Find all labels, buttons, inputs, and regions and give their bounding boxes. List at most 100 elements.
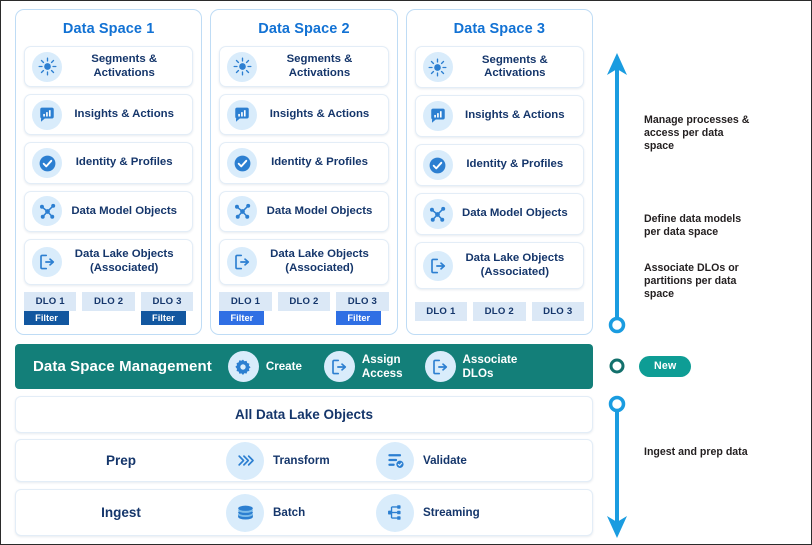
data-space-management-bar: Data Space Management Create Assign Acces… bbox=[15, 344, 593, 389]
dlo-chip-label: DLO 1 bbox=[24, 292, 77, 311]
dlo-chip-row: DLO 1 DLO 2 DLO 3 bbox=[414, 302, 584, 326]
sun-burst-icon bbox=[227, 51, 258, 82]
management-action[interactable]: Create bbox=[227, 351, 302, 382]
data-space-item[interactable]: Insights & Actions bbox=[24, 94, 194, 136]
sun-burst-icon bbox=[32, 51, 62, 82]
data-space-item[interactable]: Identity & Profiles bbox=[414, 144, 584, 186]
management-action-label: Associate DLOs bbox=[462, 352, 518, 380]
network-nodes-icon bbox=[422, 199, 453, 229]
check-circle-icon bbox=[227, 148, 258, 179]
dlo-chip-label: DLO 3 bbox=[336, 292, 389, 311]
data-space-item[interactable]: Data Lake Objects (Associated) bbox=[219, 238, 389, 285]
dlo-chip-label: DLO 2 bbox=[277, 292, 331, 311]
data-space-item[interactable]: Data Model Objects bbox=[414, 193, 584, 235]
dlo-chip-label: DLO 3 bbox=[531, 302, 584, 321]
data-space-item[interactable]: Data Lake Objects (Associated) bbox=[414, 242, 584, 289]
dlo-chip[interactable]: DLO 2 bbox=[82, 292, 135, 325]
insights-bubble-icon bbox=[422, 101, 453, 131]
check-circle-icon bbox=[422, 150, 453, 180]
prep-label-cell: Prep bbox=[16, 452, 226, 470]
hierarchy-icon bbox=[376, 493, 414, 532]
dlo-chip-label: DLO 1 bbox=[219, 292, 272, 311]
data-space-item[interactable]: Insights & Actions bbox=[219, 94, 389, 136]
all-data-lake-objects-row: All Data Lake Objects bbox=[15, 396, 593, 433]
management-action[interactable]: Assign Access bbox=[323, 351, 403, 382]
prep-item-label: Validate bbox=[423, 454, 467, 467]
ingest-item[interactable]: Streaming bbox=[376, 493, 526, 532]
ingest-title: Ingest bbox=[101, 504, 141, 520]
dlo-chip-label: DLO 2 bbox=[473, 302, 526, 321]
data-space-title: Data Space 1 bbox=[62, 21, 155, 37]
prep-item[interactable]: Validate bbox=[376, 441, 526, 480]
insights-bubble-icon bbox=[227, 99, 258, 130]
data-space-item[interactable]: Segments & Activations bbox=[414, 46, 584, 88]
export-arrow-icon bbox=[422, 250, 453, 281]
list-check-icon bbox=[376, 441, 414, 480]
annotation-manage: Manage processes & access per data space bbox=[644, 114, 750, 153]
management-action[interactable]: Associate DLOs bbox=[424, 351, 518, 382]
data-space-item-label: Data Model Objects bbox=[71, 204, 178, 217]
data-space-item-label: Segments & Activations bbox=[286, 53, 353, 79]
data-space-item[interactable]: Segments & Activations bbox=[219, 46, 389, 88]
export-arrow-icon bbox=[227, 246, 258, 277]
prep-items: Transform Validate bbox=[226, 441, 526, 480]
annotation-ingest: Ingest and prep data bbox=[644, 446, 748, 458]
data-space-item-label: Segments & Activations bbox=[481, 53, 548, 80]
dlo-filter-badge: Filter bbox=[24, 311, 70, 325]
prep-item-label: Transform bbox=[273, 454, 330, 467]
chevrons-right-icon bbox=[226, 441, 264, 480]
data-space-item[interactable]: Segments & Activations bbox=[24, 46, 194, 88]
data-space-item-label: Identity & Profiles bbox=[75, 156, 173, 169]
data-space-management-title: Data Space Management bbox=[33, 358, 212, 375]
dlo-chip[interactable]: DLO 3 bbox=[531, 302, 584, 325]
annotation-define: Define data models per data space bbox=[644, 213, 742, 239]
ingest-item-label: Streaming bbox=[423, 506, 480, 519]
ingest-item-label: Batch bbox=[273, 506, 306, 519]
upward-scope-arrow bbox=[607, 53, 627, 334]
data-space-item[interactable]: Data Model Objects bbox=[219, 190, 389, 232]
data-space-item-label: Insights & Actions bbox=[465, 109, 565, 122]
export-arrow-icon bbox=[32, 246, 62, 277]
ingest-row: Ingest Batch Streaming bbox=[15, 489, 593, 536]
prep-title: Prep bbox=[105, 452, 136, 468]
data-space-item[interactable]: Insights & Actions bbox=[414, 95, 584, 137]
ingest-label-cell: Ingest bbox=[16, 504, 226, 522]
dlo-chip[interactable]: DLO 2 bbox=[277, 292, 331, 325]
data-space-item-label: Insights & Actions bbox=[269, 108, 370, 121]
ingest-item[interactable]: Batch bbox=[226, 493, 376, 532]
data-space-item-label: Data Lake Objects (Associated) bbox=[270, 248, 369, 274]
dlo-chip-label: DLO 1 bbox=[414, 302, 468, 321]
export-arrow-icon bbox=[424, 351, 456, 382]
data-space-title: Data Space 2 bbox=[258, 21, 350, 37]
data-space-item[interactable]: Identity & Profiles bbox=[219, 142, 389, 184]
management-action-label: Create bbox=[265, 359, 302, 373]
dlo-filter-badge: Filter bbox=[336, 311, 382, 325]
data-space-title: Data Space 3 bbox=[453, 21, 546, 37]
sun-burst-icon bbox=[422, 52, 453, 82]
network-nodes-icon bbox=[227, 196, 258, 227]
dlo-chip[interactable]: DLO 2 bbox=[473, 302, 526, 325]
data-space-item[interactable]: Identity & Profiles bbox=[24, 142, 194, 184]
insights-bubble-icon bbox=[32, 99, 62, 130]
data-space-item[interactable]: Data Model Objects bbox=[24, 190, 194, 232]
new-badge: New bbox=[639, 356, 692, 377]
dlo-chip[interactable]: DLO 1 bbox=[414, 302, 468, 325]
data-space-item-label: Insights & Actions bbox=[74, 108, 174, 121]
data-space-item-label: Data Model Objects bbox=[266, 204, 373, 217]
data-space-item[interactable]: Data Lake Objects (Associated) bbox=[24, 238, 194, 285]
data-space-item-label: Identity & Profiles bbox=[466, 158, 564, 171]
prep-item[interactable]: Transform bbox=[226, 441, 376, 480]
downward-scope-arrow bbox=[607, 395, 627, 538]
data-space-item-label: Data Lake Objects (Associated) bbox=[74, 248, 174, 274]
data-space-item-label: Segments & Activations bbox=[91, 53, 158, 79]
